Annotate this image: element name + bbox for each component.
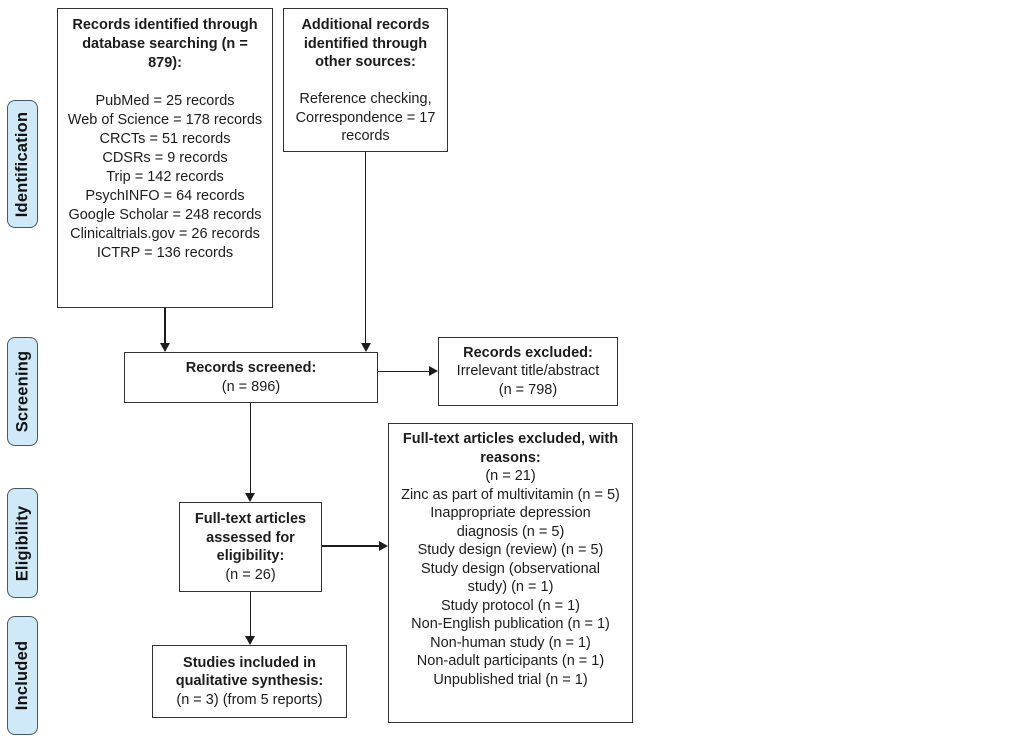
stage-label-identification: Identification (7, 100, 38, 228)
box-line: (n = 3) (from 5 reports) (176, 691, 323, 708)
box-line: Unpublished trial (n = 1) (433, 671, 588, 688)
stage-label-screening-text: Screening (13, 350, 32, 433)
box-line: PsychINFO = 64 records (85, 187, 245, 204)
box-line: Study design (observational study) (n = … (421, 560, 600, 596)
box-line: Clinicaltrials.gov = 26 records (70, 225, 260, 242)
connector-screened-to-assessed-line (249, 403, 251, 493)
box-line: Non-English publication (n = 1) (411, 616, 610, 632)
box-fulltext-assessed: Full-text articles assessed for eligibil… (179, 502, 322, 592)
box-line: Irrelevant title/abstract (456, 363, 600, 380)
connector-identified-to-screened-line (164, 308, 166, 343)
box-records-excluded-body: Irrelevant title/abstract(n = 798) (445, 362, 611, 399)
box-line: Zinc as part of multivitamin (n = 5) (401, 486, 620, 503)
connector-assessed-to-fulltext-excluded-arrowhead-icon (379, 541, 388, 552)
connector-additional-to-screened-line (364, 152, 367, 343)
connector-screened-to-assessed-arrowhead-icon (245, 493, 256, 502)
box-line: (n = 798) (498, 381, 558, 398)
box-studies-included: Studies included in qualitative synthesi… (152, 645, 347, 718)
box-records-identified-title: Records identified through database sear… (72, 17, 258, 71)
connector-screened-to-excluded-arrowhead-icon (429, 366, 438, 377)
connector-assessed-to-included-line (249, 592, 251, 636)
stage-label-screening: Screening (7, 337, 38, 446)
box-records-excluded: Records excluded: Irrelevant title/abstr… (438, 337, 618, 406)
box-records-identified: Records identified through database sear… (57, 8, 273, 308)
box-additional-records-body: Reference checking, Correspondence = 17 … (294, 90, 437, 146)
box-line: Non-human study (n = 1) (430, 634, 591, 651)
stage-label-identification-text: Identification (13, 111, 31, 217)
box-fulltext-excluded: Full-text articles excluded, with reason… (388, 423, 633, 723)
box-line: Study design (review) (n = 5) (417, 542, 604, 558)
box-line: (n = 896) (221, 378, 281, 395)
connector-additional-to-screened-arrowhead-icon (360, 343, 371, 352)
box-line: CRCTs = 51 records (99, 130, 231, 147)
connector-assessed-to-fulltext-excluded-line (322, 545, 379, 547)
box-fulltext-excluded-title: Full-text articles excluded, with reason… (402, 431, 619, 466)
box-fulltext-excluded-body: (n = 21) Zinc as part of multivitamin (n … (401, 467, 620, 689)
stage-label-included-text: Included (13, 640, 31, 711)
box-line: PubMed = 25 records (95, 92, 235, 109)
box-line: Google Scholar = 248 records (68, 206, 262, 223)
connector-screened-to-excluded-line (378, 370, 429, 373)
box-line: ICTRP = 136 records (96, 244, 234, 261)
connector-assessed-to-included-arrowhead-icon (245, 636, 256, 645)
box-line: Web of Science = 178 records (67, 111, 263, 128)
stage-label-included: Included (7, 616, 38, 735)
box-fulltext-assessed-title: Full-text articles assessed for eligibil… (194, 511, 307, 564)
box-line: Inappropriate depression diagnosis (n = … (430, 505, 591, 540)
box-additional-records: Additional records identified through ot… (283, 8, 448, 152)
box-line: Trip = 142 records (106, 168, 224, 185)
box-studies-included-body: (n = 3) (from 5 reports) (161, 691, 338, 710)
box-studies-included-title: Studies included in qualitative synthesi… (175, 654, 324, 690)
stage-label-eligibility: Eligibility (7, 488, 38, 598)
box-records-excluded-title: Records excluded: (463, 344, 593, 361)
box-records-screened-title: Records screened: (185, 360, 317, 376)
box-records-screened: Records screened: (n = 896) (124, 352, 378, 403)
box-additional-records-title: Additional records identified through ot… (301, 17, 430, 70)
box-fulltext-assessed-body: (n = 26) (188, 566, 313, 585)
box-line: Study protocol (n = 1) (440, 597, 581, 614)
connector-identified-to-screened-arrowhead-icon (160, 343, 170, 352)
stage-label-eligibility-text: Eligibility (13, 505, 32, 581)
box-records-screened-body: (n = 896) (125, 378, 377, 397)
box-line: (n = 26) (225, 566, 276, 583)
box-line: Reference checking, Correspondence = 17 … (295, 91, 436, 144)
box-line: CDSRs = 9 records (102, 149, 228, 166)
box-line: Non-adult participants (n = 1) (416, 653, 605, 669)
box-line: (n = 21) (485, 468, 536, 484)
